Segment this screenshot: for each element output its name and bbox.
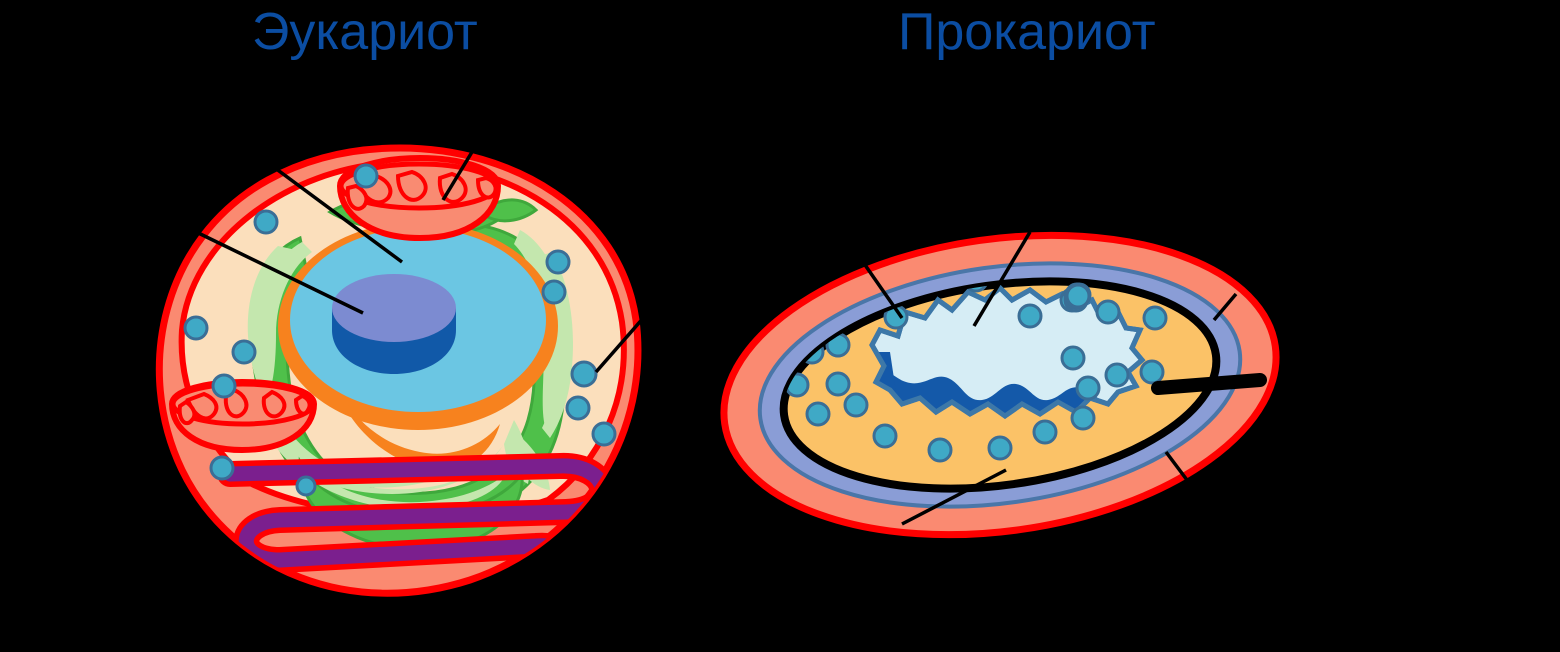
- leader-to-capsule: [1164, 450, 1192, 486]
- prokaryotic-cell: [720, 231, 1298, 539]
- leader-to-cell-membrane: [901, 468, 1007, 526]
- euk-mitochondrion-left: [168, 378, 318, 454]
- leader-to-ribosome: [594, 306, 654, 374]
- page-title-eukaryote: Эукариот: [252, 3, 478, 61]
- prok-leader-lines: [854, 231, 1238, 526]
- leader-to-mitochondrion: [441, 151, 474, 201]
- leader-to-cell-wall: [1212, 292, 1238, 322]
- euk-nuclear-pore-extension: [340, 398, 500, 470]
- eukaryotic-cell: [155, 144, 659, 597]
- leader-to-membrane: [617, 490, 659, 502]
- euk-mitochondrion-top: [336, 154, 502, 242]
- leader-to-nucleoid: [972, 231, 1032, 327]
- leader-to-nucleolus: [187, 226, 364, 315]
- leader-to-ribosome: [854, 250, 904, 320]
- page-title-prokaryote: Прокариот: [898, 3, 1156, 61]
- prok-ribosomes: [784, 267, 1168, 463]
- euk-nucleolus: [332, 274, 456, 374]
- prok-nucleoid: [869, 284, 1146, 420]
- leader-to-nucleus: [273, 166, 404, 264]
- euk-leader-lines: [187, 151, 659, 502]
- euk-ribosomes: [183, 163, 617, 497]
- prok-flagellum-base: [1151, 373, 1267, 395]
